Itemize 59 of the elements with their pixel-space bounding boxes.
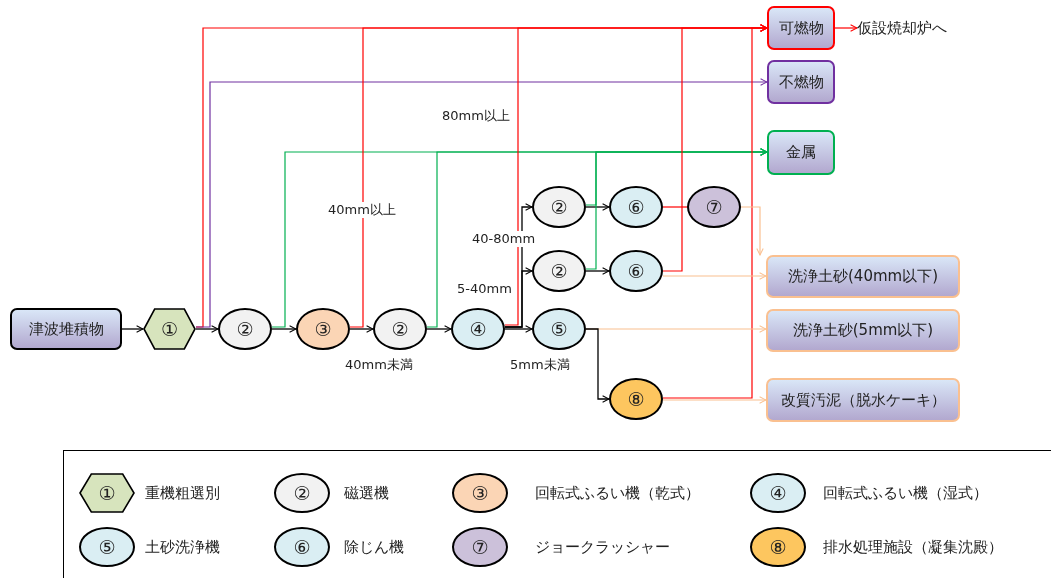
edge-label: 40mm未満 (343, 357, 415, 373)
machine-ellipse: ④ (750, 473, 806, 513)
arrow (121, 325, 144, 333)
node-label: 排水処理施設（凝集沈殿） (823, 537, 1003, 557)
process-box: 津波堆積物 (10, 308, 122, 350)
machine-ellipse: ② (532, 186, 586, 228)
process-box: 改質汚泥（脱水ケーキ） (766, 378, 960, 422)
machine-hexagon: ① (79, 473, 135, 513)
process-box: 金属 (767, 130, 835, 175)
machine-ellipse: ⑤ (79, 527, 135, 567)
machine-ellipse: ② (532, 250, 586, 292)
node-label: 除じん機 (344, 537, 404, 557)
node-label: 土砂洗浄機 (145, 537, 220, 557)
node-label: 磁選機 (344, 483, 389, 503)
arrow (585, 203, 610, 211)
machine-ellipse: ⑥ (609, 250, 663, 292)
machine-ellipse: ③ (296, 308, 350, 350)
process-box: 不燃物 (767, 60, 835, 104)
node-label: 重機粗選別 (145, 483, 220, 503)
arrow (195, 325, 219, 333)
arrow (504, 325, 533, 333)
machine-ellipse: ④ (451, 308, 505, 350)
arrow (271, 325, 297, 333)
arrow (585, 148, 768, 270)
arrow (834, 24, 858, 32)
machine-ellipse: ⑤ (532, 308, 586, 350)
edge-label: 40mm以上 (326, 202, 398, 218)
arrow (585, 267, 610, 275)
arrow (426, 325, 452, 333)
node-label: ジョークラッシャー (535, 537, 670, 557)
machine-ellipse: ⑧ (750, 527, 806, 567)
machine-ellipse: ② (218, 308, 272, 350)
machine-ellipse: ② (274, 473, 330, 513)
process-box: 洗浄土砂(40mm以下) (766, 255, 960, 298)
arrow (662, 272, 767, 280)
process-box: 可燃物 (767, 6, 835, 50)
connector-line (662, 206, 688, 208)
machine-ellipse: ⑦ (687, 186, 741, 228)
arrow (195, 78, 768, 328)
process-box: 洗浄土砂(5mm以下) (766, 309, 960, 352)
arrow (585, 328, 610, 403)
edge-label: 80mm以上 (440, 108, 512, 124)
machine-ellipse: ⑥ (609, 186, 663, 228)
arrow (740, 206, 764, 256)
machine-ellipse: ⑦ (452, 527, 508, 567)
machine-ellipse: ⑧ (609, 378, 663, 420)
destination-text: 仮設焼却炉へ (857, 17, 967, 39)
machine-ellipse: ⑥ (274, 527, 330, 567)
arrow (349, 325, 374, 333)
machine-ellipse: ② (373, 308, 427, 350)
edge-label: 40-80mm (470, 231, 538, 247)
node-label: 回転式ふるい機（乾式） (535, 483, 700, 503)
arrow (504, 267, 533, 328)
edge-label: 5mm未満 (508, 357, 572, 373)
machine-ellipse: ③ (452, 473, 508, 513)
arrow (662, 396, 767, 404)
node-label: 回転式ふるい機（湿式） (823, 483, 988, 503)
arrow (662, 24, 768, 399)
machine-hexagon: ① (143, 308, 196, 350)
